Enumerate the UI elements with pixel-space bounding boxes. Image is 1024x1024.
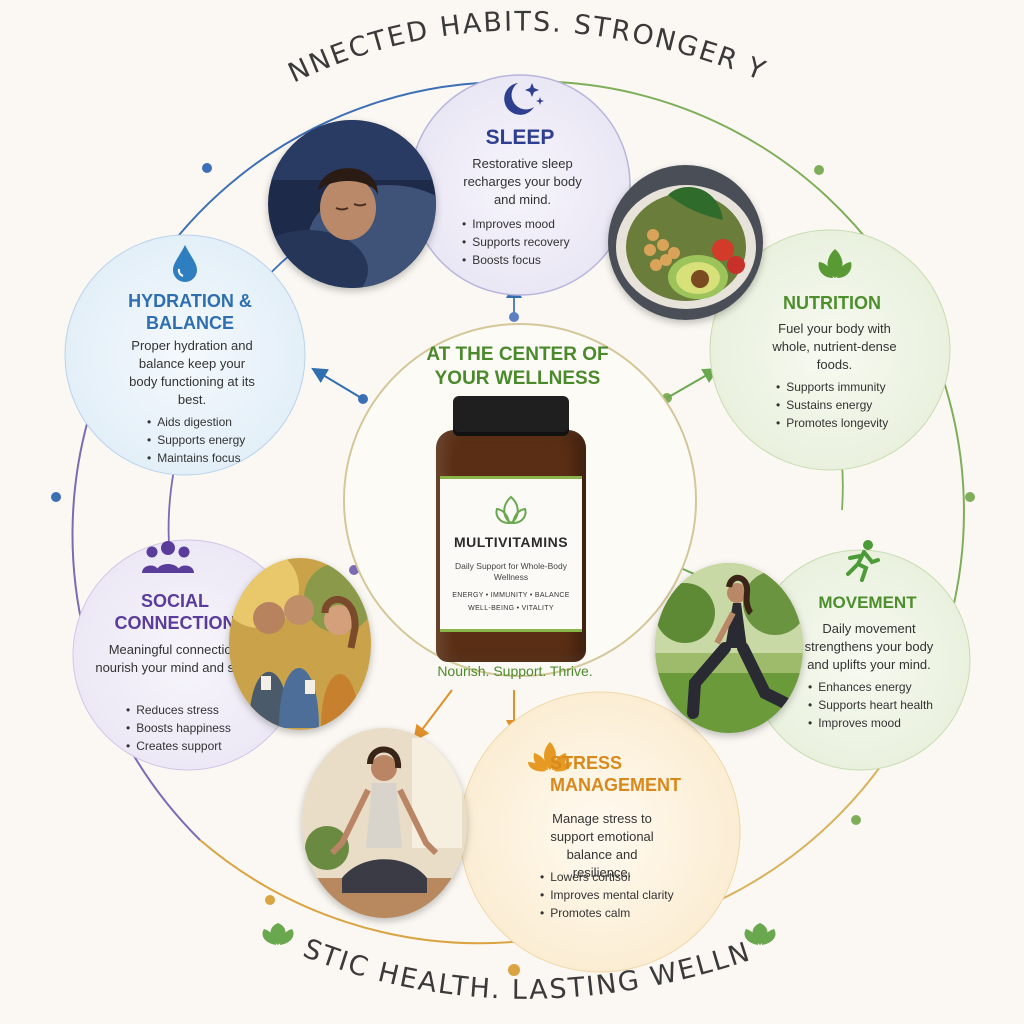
social-benefits: Reduces stress Boosts happiness Creates … [126, 701, 231, 755]
list-item: Improves mood [462, 215, 570, 233]
list-item: Supports immunity [776, 378, 888, 396]
list-item: Sustains energy [776, 396, 888, 414]
stress-card: STRESS MANAGEMENT Manage stress to suppo… [460, 730, 740, 940]
nutrition-title: NUTRITION [783, 293, 881, 313]
social-title: SOCIAL CONNECTION [114, 591, 236, 633]
multivitamin-bottle: MULTIVITAMINS Daily Support for Whole-Bo… [436, 396, 586, 662]
nutrition-card: NUTRITION Fuel your body with whole, nut… [712, 230, 952, 470]
moon-stars-icon [504, 83, 544, 115]
list-item: Boosts happiness [126, 719, 231, 737]
stress-benefits: Lowers cortisol Improves mental clarity … [540, 868, 674, 922]
bottle-label: MULTIVITAMINS Daily Support for Whole-Bo… [440, 476, 582, 632]
group-people-icon [142, 541, 194, 573]
leaf-logo-icon [495, 495, 527, 525]
list-item: Improves mental clarity [540, 886, 673, 904]
leaf-icon-left [262, 923, 294, 945]
friends-laughing-photo [229, 558, 371, 730]
movement-description: Daily movement strengthens your body and… [804, 621, 934, 672]
list-item: Maintains focus [147, 449, 245, 467]
social-description: Meaningful connections nourish your mind… [95, 642, 259, 675]
bottle-name: MULTIVITAMINS [453, 534, 569, 550]
nutrition-description: Fuel your body with whole, nutrient-dens… [772, 321, 897, 372]
social-card: SOCIAL CONNECTION Meaningful connections… [70, 535, 300, 765]
list-item: Boosts focus [462, 251, 570, 269]
list-item: Supports recovery [462, 233, 569, 251]
list-item: Improves mood [808, 714, 933, 732]
list-item: Enhances energy [808, 678, 933, 696]
hydration-card: HYDRATION & BALANCE Proper hydration and… [65, 235, 305, 475]
leaf-sprout-icon [818, 249, 852, 278]
list-item: Lowers cortisol [540, 868, 674, 886]
list-item: Supports energy [147, 431, 245, 449]
stress-title: STRESS MANAGEMENT [550, 753, 681, 795]
hydration-description: Proper hydration and balance keep your b… [129, 338, 255, 407]
center-title: AT THE CENTER OF YOUR WELLNESS [426, 344, 609, 389]
list-item: Reduces stress [126, 701, 231, 719]
sleep-description: Restorative sleep recharges your body an… [463, 156, 582, 207]
top-tagline: CONNECTED HABITS. STRONGER YOU. [0, 0, 769, 89]
lotus-icon [528, 742, 572, 772]
sleep-title: SLEEP [485, 126, 555, 149]
bottle-benefits-line-2: WELL-BEING • VITALITY [468, 605, 554, 612]
movement-benefits: Enhances energy Supports heart health Im… [808, 678, 933, 732]
list-item: Supports heart health [808, 696, 933, 714]
hydration-benefits: Aids digestion Supports energy Maintains… [147, 413, 245, 467]
bottle-subtitle: Daily Support for Whole-Body Wellness [455, 561, 567, 582]
sleeping-woman-photo [268, 120, 436, 288]
sleep-benefits: Improves mood Supports recovery Boosts f… [462, 215, 570, 269]
healthy-food-bowl-photo [608, 165, 763, 320]
bottle-benefits-line-1: ENERGY • IMMUNITY • BALANCE [452, 592, 570, 599]
hydration-title: HYDRATION & BALANCE [128, 291, 252, 333]
list-item: Promotes calm [540, 904, 674, 922]
movement-card: MOVEMENT Daily movement strengthens your… [750, 540, 970, 770]
water-drop-icon [173, 245, 197, 282]
sleep-card: SLEEP Restorative sleep recharges your b… [410, 75, 630, 295]
list-item: Aids digestion [147, 413, 245, 431]
bottle-cap [453, 396, 569, 436]
running-person-icon [846, 540, 880, 582]
list-item: Promotes longevity [776, 414, 888, 432]
movement-title: MOVEMENT [818, 593, 917, 612]
woman-meditating-photo [302, 728, 467, 918]
leaf-icon-right [744, 923, 776, 945]
nutrition-benefits: Supports immunity Sustains energy Promot… [776, 378, 888, 432]
center-tagline: Nourish. Support. Thrive. [437, 663, 593, 679]
list-item: Creates support [126, 737, 231, 755]
